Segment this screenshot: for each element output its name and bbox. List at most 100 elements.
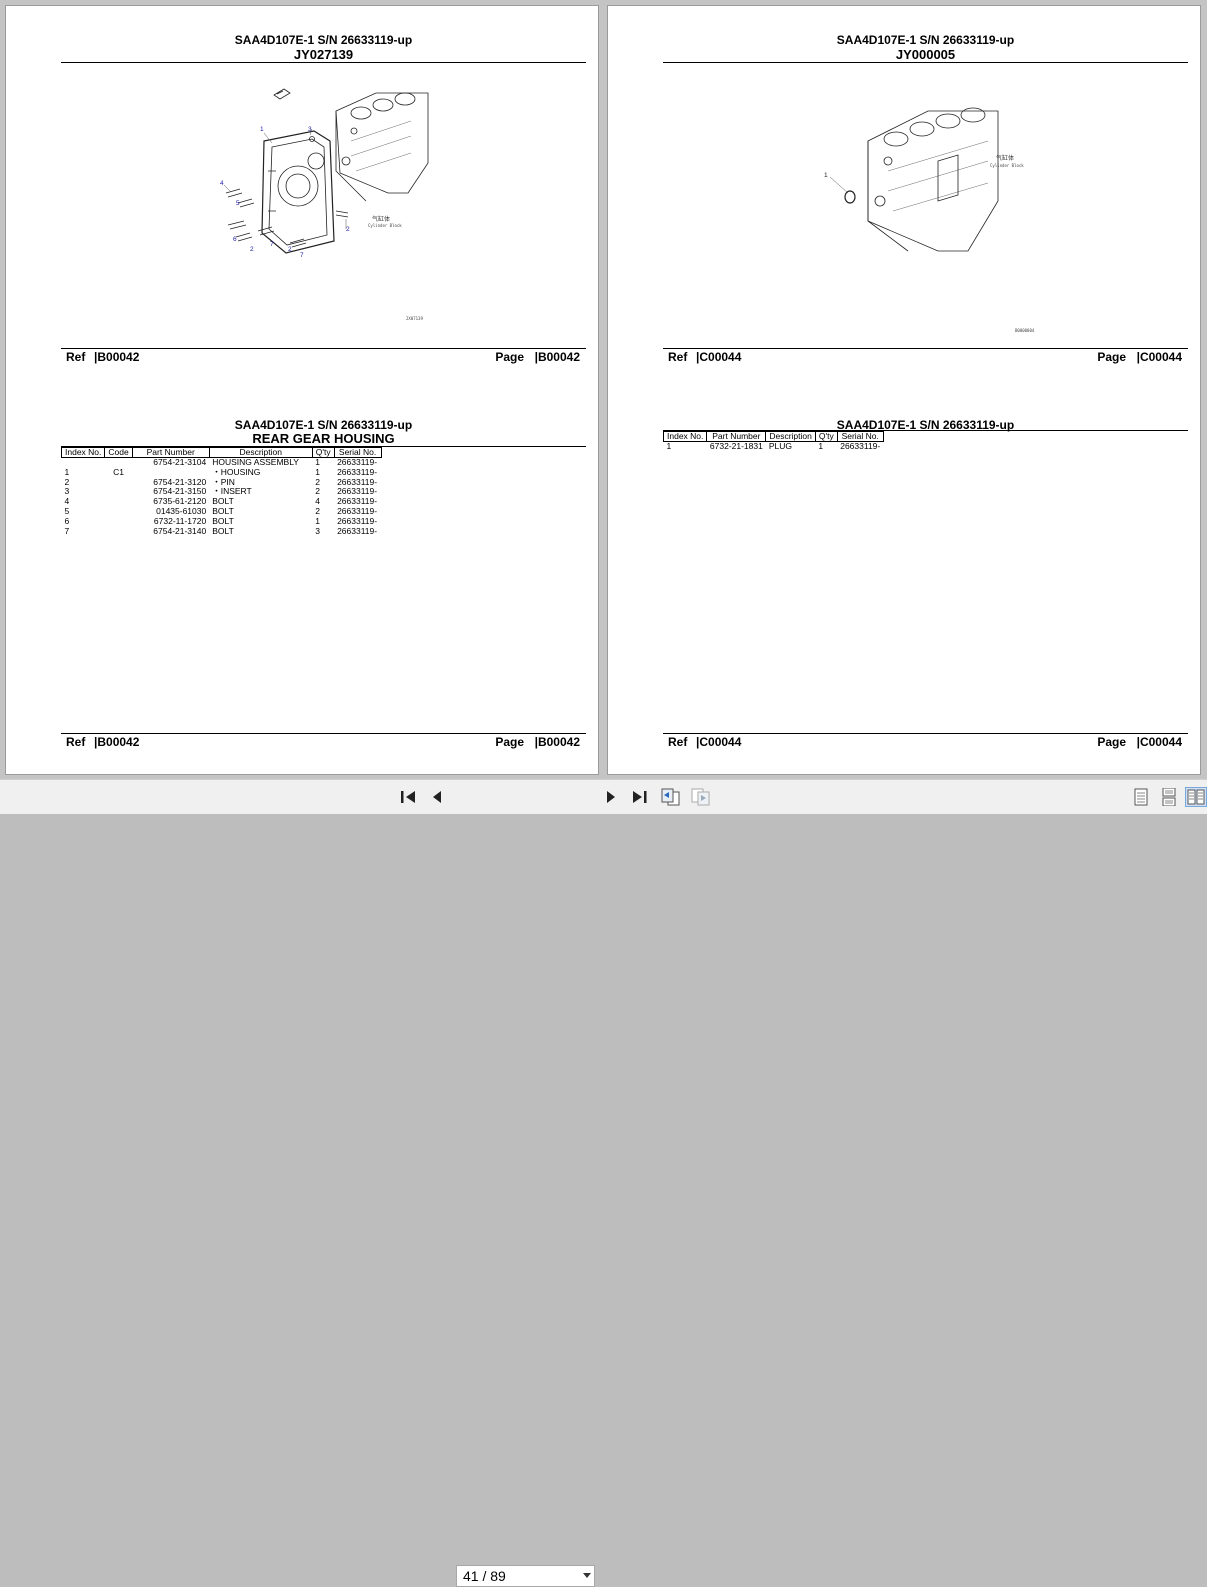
table-cell: C1 xyxy=(113,466,124,477)
section-title: REAR GEAR HOUSING xyxy=(252,431,395,446)
ref-label: Ref xyxy=(668,735,688,749)
document-viewer[interactable]: SAA4D107E-1 S/N 26633119-up JY027139 xyxy=(0,0,1207,779)
chevron-down-icon xyxy=(583,1573,591,1578)
first-page-button[interactable] xyxy=(398,788,418,806)
col-header: Serial No. xyxy=(836,431,884,442)
two-page-icon xyxy=(1187,789,1205,805)
page-label: Page xyxy=(1097,350,1126,364)
ref-value: |C00044 xyxy=(696,735,742,749)
col-header: Q'ty xyxy=(814,431,838,442)
two-page-view-button[interactable] xyxy=(1185,787,1207,807)
viewer-toolbar: 41 / 89 xyxy=(0,779,1207,1587)
callout-label: 3 xyxy=(308,126,312,133)
drawing-number: JY027139 xyxy=(293,47,354,62)
callout-label: 2 xyxy=(346,226,350,233)
next-view-button[interactable] xyxy=(690,788,710,806)
table-cell: 26633119- xyxy=(337,525,378,536)
callout-label: 6 xyxy=(233,236,237,243)
table-cell: 1 xyxy=(666,441,672,451)
last-page-icon xyxy=(633,791,647,803)
table-rule xyxy=(663,430,1188,431)
table-cell: 26633119- xyxy=(337,486,378,497)
previous-view-button[interactable] xyxy=(660,788,680,806)
pdf-page-left: SAA4D107E-1 S/N 26633119-up JY027139 xyxy=(5,5,599,775)
current-page: 41 xyxy=(463,1568,479,1584)
ref-label: Ref xyxy=(668,350,688,364)
ref-field: Ref |C00044 xyxy=(668,350,741,364)
table-cell: 2 xyxy=(315,505,320,516)
table-cell: BOLT xyxy=(212,505,234,516)
table-cell: 26633119- xyxy=(337,457,378,467)
page-number-select[interactable]: 41 / 89 xyxy=(456,1565,595,1587)
continuous-view-button[interactable] xyxy=(1159,788,1179,806)
table-cell: 4 xyxy=(64,496,70,507)
table-cell: 26633119- xyxy=(337,496,378,507)
callout-label: 4 xyxy=(220,180,224,187)
col-header: Index No. xyxy=(662,431,708,442)
table-cell: HOUSING ASSEMBLY xyxy=(212,457,299,467)
callout-label: 1 xyxy=(260,126,264,133)
table-cell: 1 xyxy=(315,466,320,477)
col-header: Q'ty xyxy=(311,447,335,458)
page-label: Page xyxy=(495,350,524,364)
cylinder-block-diagram: 1 气缸体 Cylinder Block xyxy=(824,107,1024,252)
table-cell: 6732-21-1831 xyxy=(709,441,763,451)
ref-value: |B00042 xyxy=(94,350,140,364)
pdf-page-right: SAA4D107E-1 S/N 26633119-up JY000005 1 气… xyxy=(607,5,1201,775)
table-cell xyxy=(105,478,132,488)
ref-label: Ref xyxy=(66,350,86,364)
table-cell: 7 xyxy=(64,525,70,536)
col-header: Description xyxy=(208,447,313,458)
table-rule xyxy=(61,446,586,447)
next-page-button[interactable] xyxy=(601,788,621,806)
table-cell xyxy=(105,487,132,497)
table-cell: 6754-21-3104 xyxy=(153,457,207,467)
block-label-en: Cylinder Block xyxy=(368,223,402,228)
table-header-row: Index No. Part Number Description Q'ty S… xyxy=(662,431,884,442)
table-cell xyxy=(105,517,132,527)
ref-field: Ref |C00044 xyxy=(668,735,741,749)
table-cell: 6754-21-3120 xyxy=(153,476,207,487)
table-cell xyxy=(105,507,132,517)
page-value: |B00042 xyxy=(534,735,580,749)
table-cell xyxy=(105,527,132,537)
table-cell: 6 xyxy=(64,515,70,526)
page-label: Page xyxy=(495,735,524,749)
col-header: Description xyxy=(765,431,816,442)
header-rule xyxy=(663,62,1188,63)
table-cell: 26633119- xyxy=(337,515,378,526)
ref-field: Ref |B00042 xyxy=(66,735,139,749)
table-cell: 6732-11-1720 xyxy=(153,515,207,526)
last-page-button[interactable] xyxy=(630,788,650,806)
page-separator: / xyxy=(482,1568,487,1584)
first-page-icon xyxy=(401,791,415,803)
single-page-view-button[interactable] xyxy=(1131,788,1151,806)
continuous-page-icon xyxy=(1162,788,1176,806)
table-cell: 3 xyxy=(64,486,70,497)
table-cell: 1 xyxy=(315,457,320,467)
col-header: Part Number xyxy=(131,447,210,458)
ref-value: |C00044 xyxy=(696,350,742,364)
next-view-icon xyxy=(691,788,710,806)
table-cell: 2 xyxy=(315,486,320,497)
drawing-code: B0000004 xyxy=(1015,328,1035,333)
footer-rule xyxy=(663,348,1188,349)
table-cell: 2 xyxy=(64,476,70,487)
table-cell: 6754-21-3140 xyxy=(153,525,207,536)
page-value: |B00042 xyxy=(534,350,580,364)
table-cell: 2 xyxy=(315,476,320,487)
previous-page-button[interactable] xyxy=(427,788,447,806)
col-header: Part Number xyxy=(706,431,767,442)
table-cell: PLUG xyxy=(768,441,792,451)
previous-page-icon xyxy=(433,791,441,803)
parts-table: Index No. Code Part Number Description Q… xyxy=(60,447,382,537)
svg-text:B0000004: B0000004 xyxy=(1015,328,1035,333)
table-cell: ・INSERT xyxy=(212,486,252,497)
page-value: |C00044 xyxy=(1136,350,1182,364)
callout-label: 1 xyxy=(824,172,828,179)
